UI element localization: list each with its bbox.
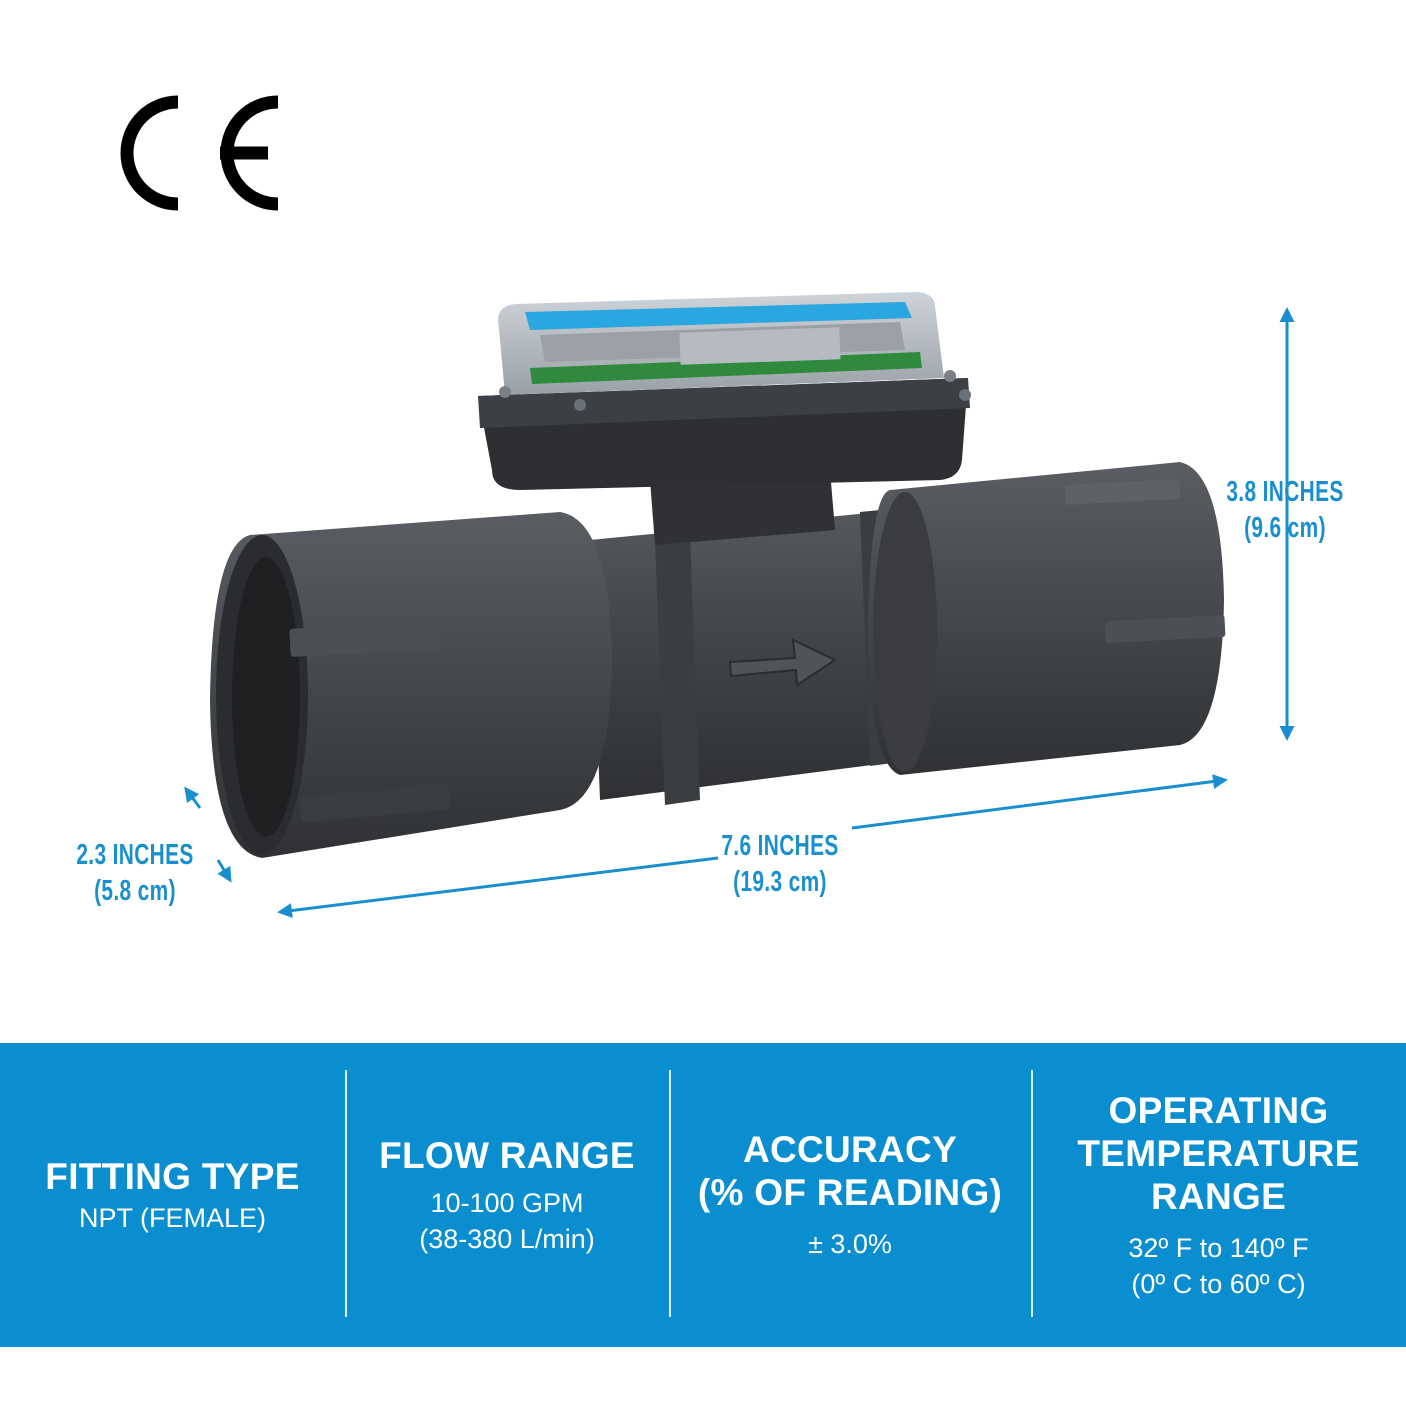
diameter-dimension-arrow-top <box>184 786 202 809</box>
spec-value: NPT (FEMALE) <box>78 1202 267 1233</box>
length-dimension-arrow-left <box>277 856 719 918</box>
diameter-dimension-label: 2.3 INCHES (5.8 cm) <box>63 837 207 909</box>
flow-meter-illustration <box>184 292 1295 918</box>
arrow-right-icon <box>728 638 838 687</box>
length-imperial: 7.6 INCHES <box>721 830 839 862</box>
spec-band: FITTING TYPE NPT (FEMALE) FLOW RANGE 10-… <box>0 1043 1406 1347</box>
spec-fitting-type: FITTING TYPE NPT (FEMALE) <box>0 1043 345 1347</box>
spec-title: OPERATING TEMPERATURE RANGE <box>1077 1089 1360 1217</box>
spec-operating-temperature: OPERATING TEMPERATURE RANGE 32º F to 140… <box>1031 1043 1406 1347</box>
length-dimension-arrow-right <box>851 774 1228 830</box>
height-metric: (9.6 cm) <box>1244 512 1326 544</box>
diameter-dimension-arrow-bottom <box>216 859 232 883</box>
spec-flow-range: FLOW RANGE 10-100 GPM (38-380 L/min) <box>345 1043 669 1347</box>
spec-accuracy: ACCURACY (% OF READING) ± 3.0% <box>669 1043 1031 1347</box>
height-dimension-label: 3.8 INCHES (9.6 cm) <box>1213 474 1357 546</box>
height-imperial: 3.8 INCHES <box>1226 476 1344 508</box>
spec-title: ACCURACY (% OF READING) <box>697 1129 1003 1213</box>
length-dimension-label: 7.6 INCHES (19.3 cm) <box>708 828 852 900</box>
spec-value: 10-100 GPM (38-380 L/min) <box>419 1187 595 1254</box>
spec-title: FITTING TYPE <box>45 1155 300 1197</box>
spec-title: FLOW RANGE <box>379 1134 635 1176</box>
spec-value: 32º F to 140º F (0º C to 60º C) <box>1128 1232 1309 1299</box>
diameter-metric: (5.8 cm) <box>94 875 176 907</box>
ce-mark-logo <box>120 95 279 211</box>
spec-value: ± 3.0% <box>808 1229 892 1259</box>
length-metric: (19.3 cm) <box>733 866 827 898</box>
diameter-imperial: 2.3 INCHES <box>76 839 194 871</box>
